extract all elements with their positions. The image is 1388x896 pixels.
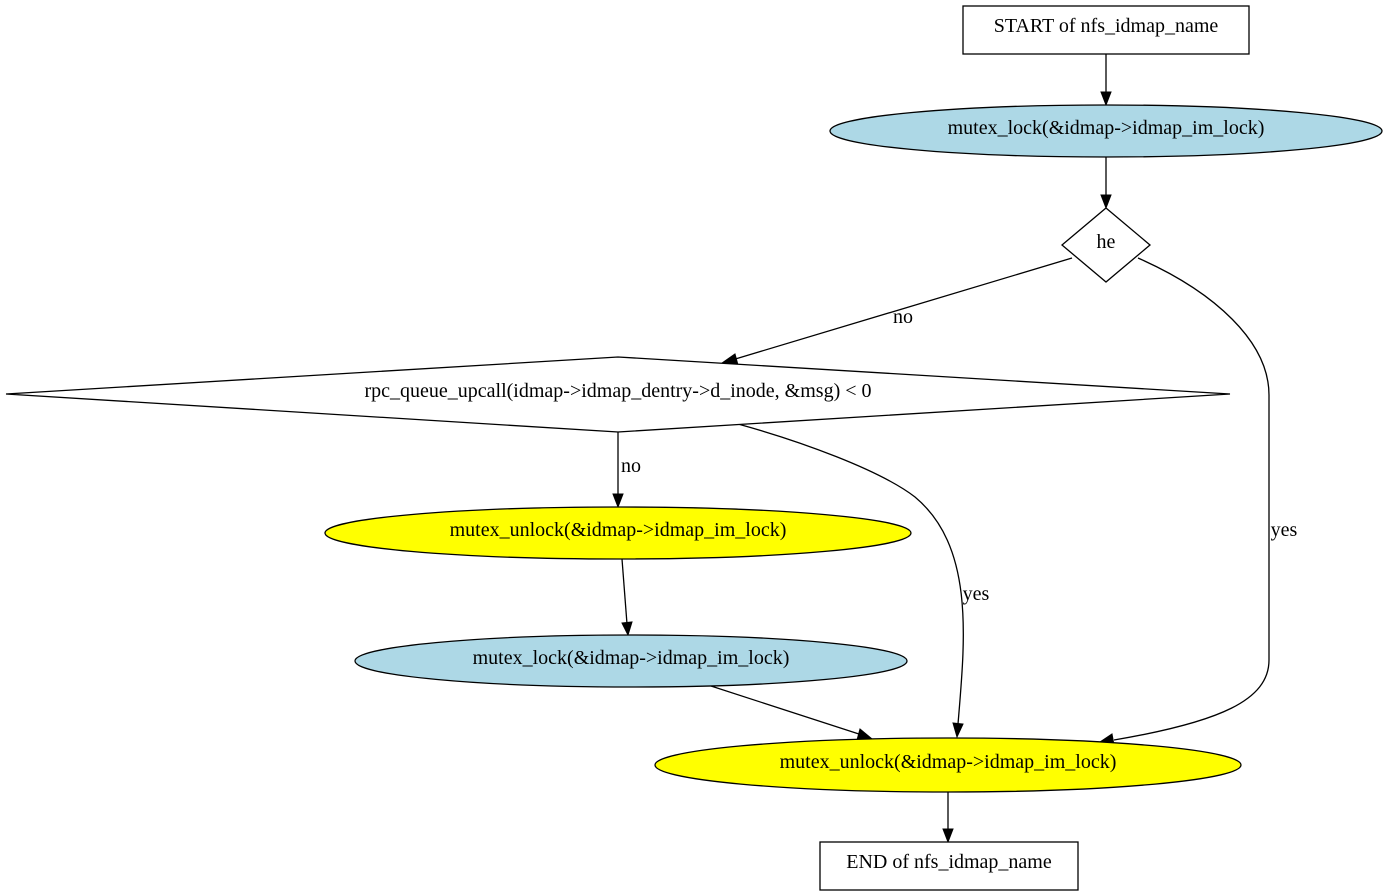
decision-he-diamond [1060, 207, 1152, 283]
node-unlock-2: mutex_unlock(&idmap->idmap_im_lock) [654, 737, 1242, 793]
node-decision-rpc: rpc_queue_upcall(idmap->idmap_dentry->d_… [5, 356, 1231, 433]
node-end: END of nfs_idmap_name [819, 841, 1079, 891]
node-unlock-1: mutex_unlock(&idmap->idmap_im_lock) [324, 506, 912, 560]
edge-unlock1-to-lock2-arrowhead [621, 621, 633, 637]
edge-lock2-to-unlock2 [710, 685, 863, 736]
node-decision-he: he [1060, 207, 1152, 283]
edge-label-he-yes: yes [1271, 519, 1298, 541]
edge-he-to-rpc [731, 257, 1073, 361]
edge-unlock1-to-lock2 [621, 558, 628, 625]
lock-1-label: mutex_lock(&idmap->idmap_im_lock) [948, 117, 1265, 139]
decision-rpc-diamond [5, 356, 1231, 433]
node-lock-2: mutex_lock(&idmap->idmap_im_lock) [354, 634, 908, 688]
start-label: START of nfs_idmap_name [994, 15, 1219, 37]
edge-start-to-lock-arrowhead [1100, 91, 1112, 107]
edge-label-rpc-no: no [621, 455, 641, 477]
edge-labels: no yes no yes [621, 306, 1298, 605]
start-box [962, 5, 1250, 55]
decision-rpc-label: rpc_queue_upcall(idmap->idmap_dentry->d_… [364, 380, 871, 402]
edge-label-he-no: no [893, 306, 913, 328]
edge-rpc-to-unlock1-arrowhead [612, 493, 624, 509]
edges [612, 54, 1270, 844]
edge-lock-to-he-arrowhead [1100, 194, 1112, 210]
edge-rpc-to-unlock2-arrowhead [952, 722, 964, 739]
unlock-2-ellipse [654, 737, 1242, 793]
unlock-2-label: mutex_unlock(&idmap->idmap_im_lock) [780, 751, 1117, 773]
edge-he-to-unlock [1113, 257, 1270, 741]
edge-unlock2-to-end-arrowhead [942, 828, 954, 844]
decision-he-label: he [1097, 231, 1116, 253]
lock-2-ellipse [354, 634, 908, 688]
edge-rpc-to-unlock2 [737, 423, 964, 725]
end-box [819, 841, 1079, 891]
edge-label-rpc-yes: yes [963, 583, 990, 605]
end-label: END of nfs_idmap_name [846, 851, 1052, 873]
lock-2-label: mutex_lock(&idmap->idmap_im_lock) [473, 647, 790, 669]
unlock-1-ellipse [324, 506, 912, 560]
lock-1-ellipse [829, 104, 1383, 158]
node-start: START of nfs_idmap_name [962, 5, 1250, 55]
node-lock-1: mutex_lock(&idmap->idmap_im_lock) [829, 104, 1383, 158]
unlock-1-label: mutex_unlock(&idmap->idmap_im_lock) [450, 519, 787, 541]
